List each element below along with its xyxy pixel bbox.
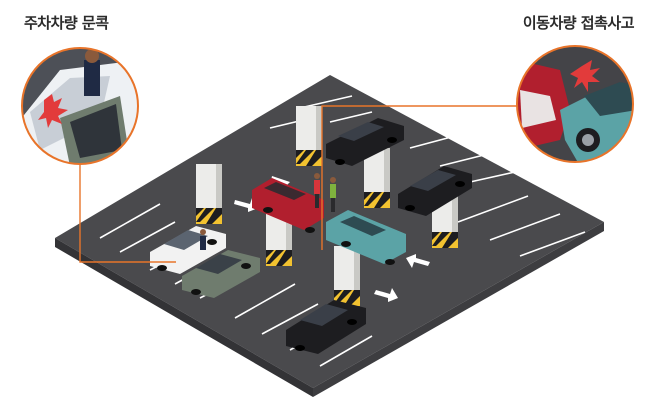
- zoom-circle-collision: [517, 46, 637, 166]
- person-driver: [200, 229, 206, 250]
- pillar: [334, 246, 360, 306]
- pillar: [296, 106, 322, 166]
- zoom-circle-door-ding: [20, 46, 140, 166]
- pillar: [196, 164, 222, 224]
